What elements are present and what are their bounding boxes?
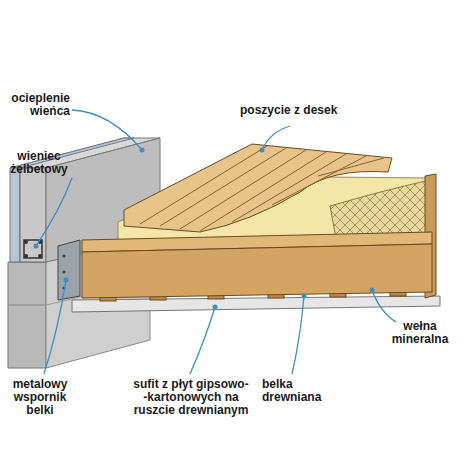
ceiling-board (72, 296, 440, 312)
part-label: wieniec żelbetowy (6, 150, 72, 176)
beam (82, 244, 432, 298)
wall (8, 262, 46, 368)
bracket (58, 240, 80, 300)
part-label: belka drewniana (262, 378, 334, 404)
part-label: poszycie z desek (240, 104, 370, 117)
rebar (24, 240, 42, 258)
part-label: wełna mineralna (380, 320, 460, 346)
ring-beam-insulation (10, 168, 20, 262)
part-label: sufit z płyt gipsowo- -kartonowych na ru… (132, 378, 250, 417)
part-label: metalowy wspornik belki (4, 378, 76, 417)
planks (124, 144, 392, 232)
part-label: ocieplenie wieńca (2, 92, 70, 118)
ring-beam (20, 168, 46, 262)
leader-lines (36, 110, 396, 374)
